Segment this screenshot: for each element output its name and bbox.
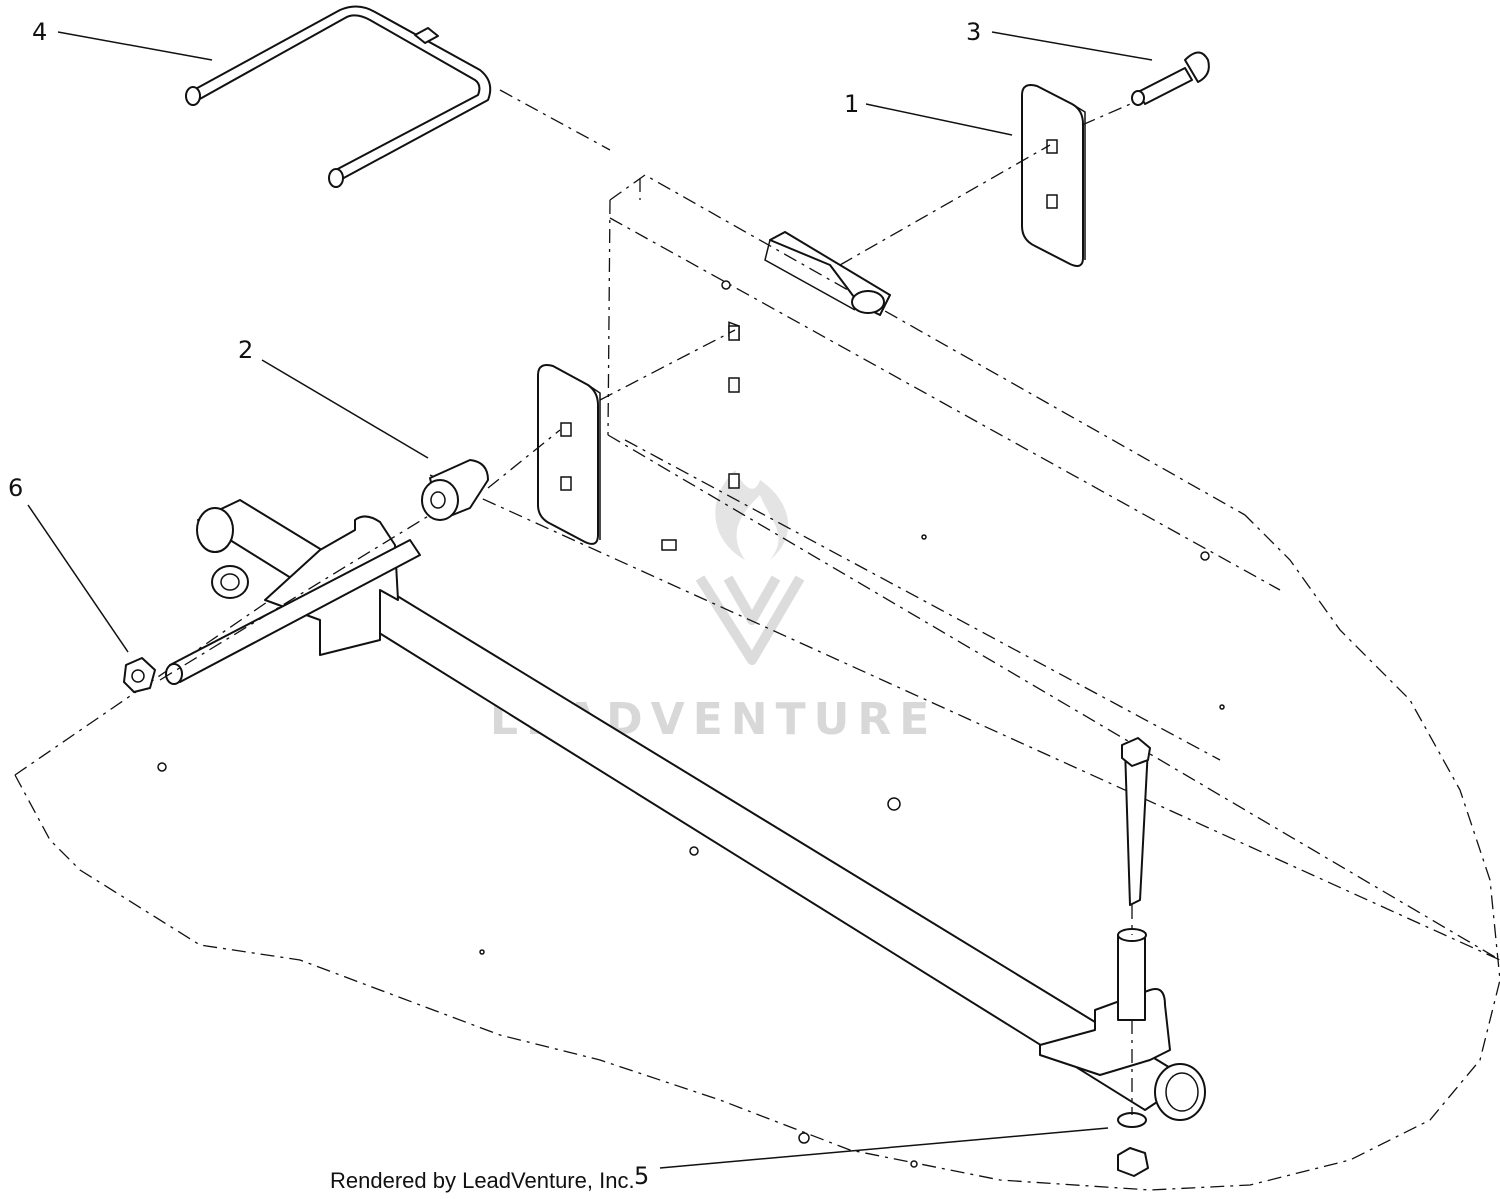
leader-4 [57,31,213,61]
render-credit: Rendered by LeadVenture, Inc. [330,1168,635,1193]
callout-3: 3 [966,18,981,46]
bolt-washer-nut-stack [1117,737,1151,1177]
mount-plate-left [537,364,601,545]
flange-nut [123,657,156,693]
u-rod [185,5,492,188]
leader-1 [865,103,1013,136]
leader-lines [27,31,1153,1169]
callout-5: 5 [634,1162,649,1190]
leader-6 [27,504,129,653]
deck-outline [14,434,1500,1191]
callout-6: 6 [8,474,23,502]
spacer [421,459,489,521]
callout-4: 4 [32,18,47,46]
mount-plate-right [1021,84,1086,267]
carriage-bolt [1081,51,1210,126]
hinge-tube [764,231,891,316]
callout-numbers: 4 3 1 2 6 5 [8,18,981,1190]
leadventure-logo [695,470,805,665]
leader-5 [659,1127,1109,1169]
callout-1: 1 [844,90,859,118]
rear-panel [157,174,1281,1168]
callout-2: 2 [238,336,253,364]
deck-holes [157,762,918,1168]
panel-slots [661,280,1225,710]
assembly-centerlines [159,89,1051,681]
leader-3 [991,31,1153,61]
leader-2 [261,359,429,459]
